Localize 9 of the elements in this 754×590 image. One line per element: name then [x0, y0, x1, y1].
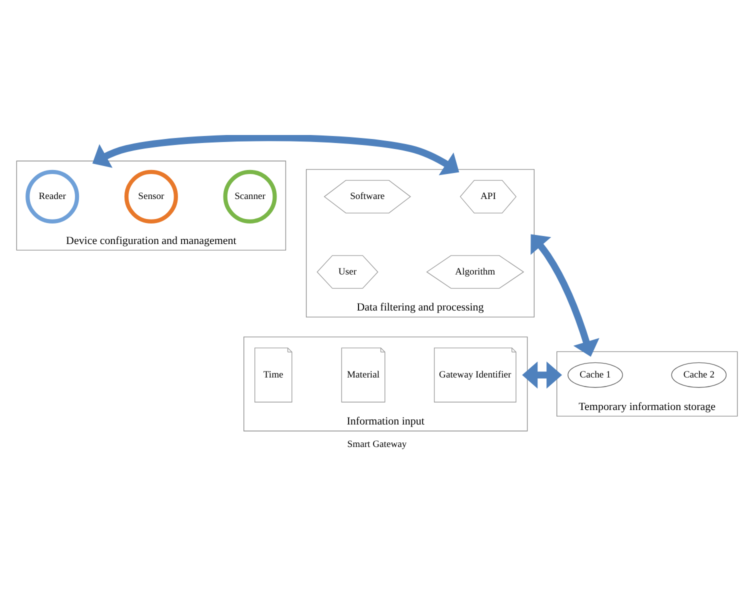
arrow	[522, 361, 562, 389]
arrow	[92, 135, 460, 176]
node-circle: Sensor	[124, 170, 178, 224]
arrow	[530, 234, 600, 357]
node-circle: Reader	[26, 170, 80, 224]
node-circle: Scanner	[223, 170, 277, 224]
node-ellipse: Cache 2	[671, 362, 727, 388]
node-ellipse: Cache 1	[568, 362, 623, 388]
caption: Smart Gateway	[347, 438, 407, 450]
